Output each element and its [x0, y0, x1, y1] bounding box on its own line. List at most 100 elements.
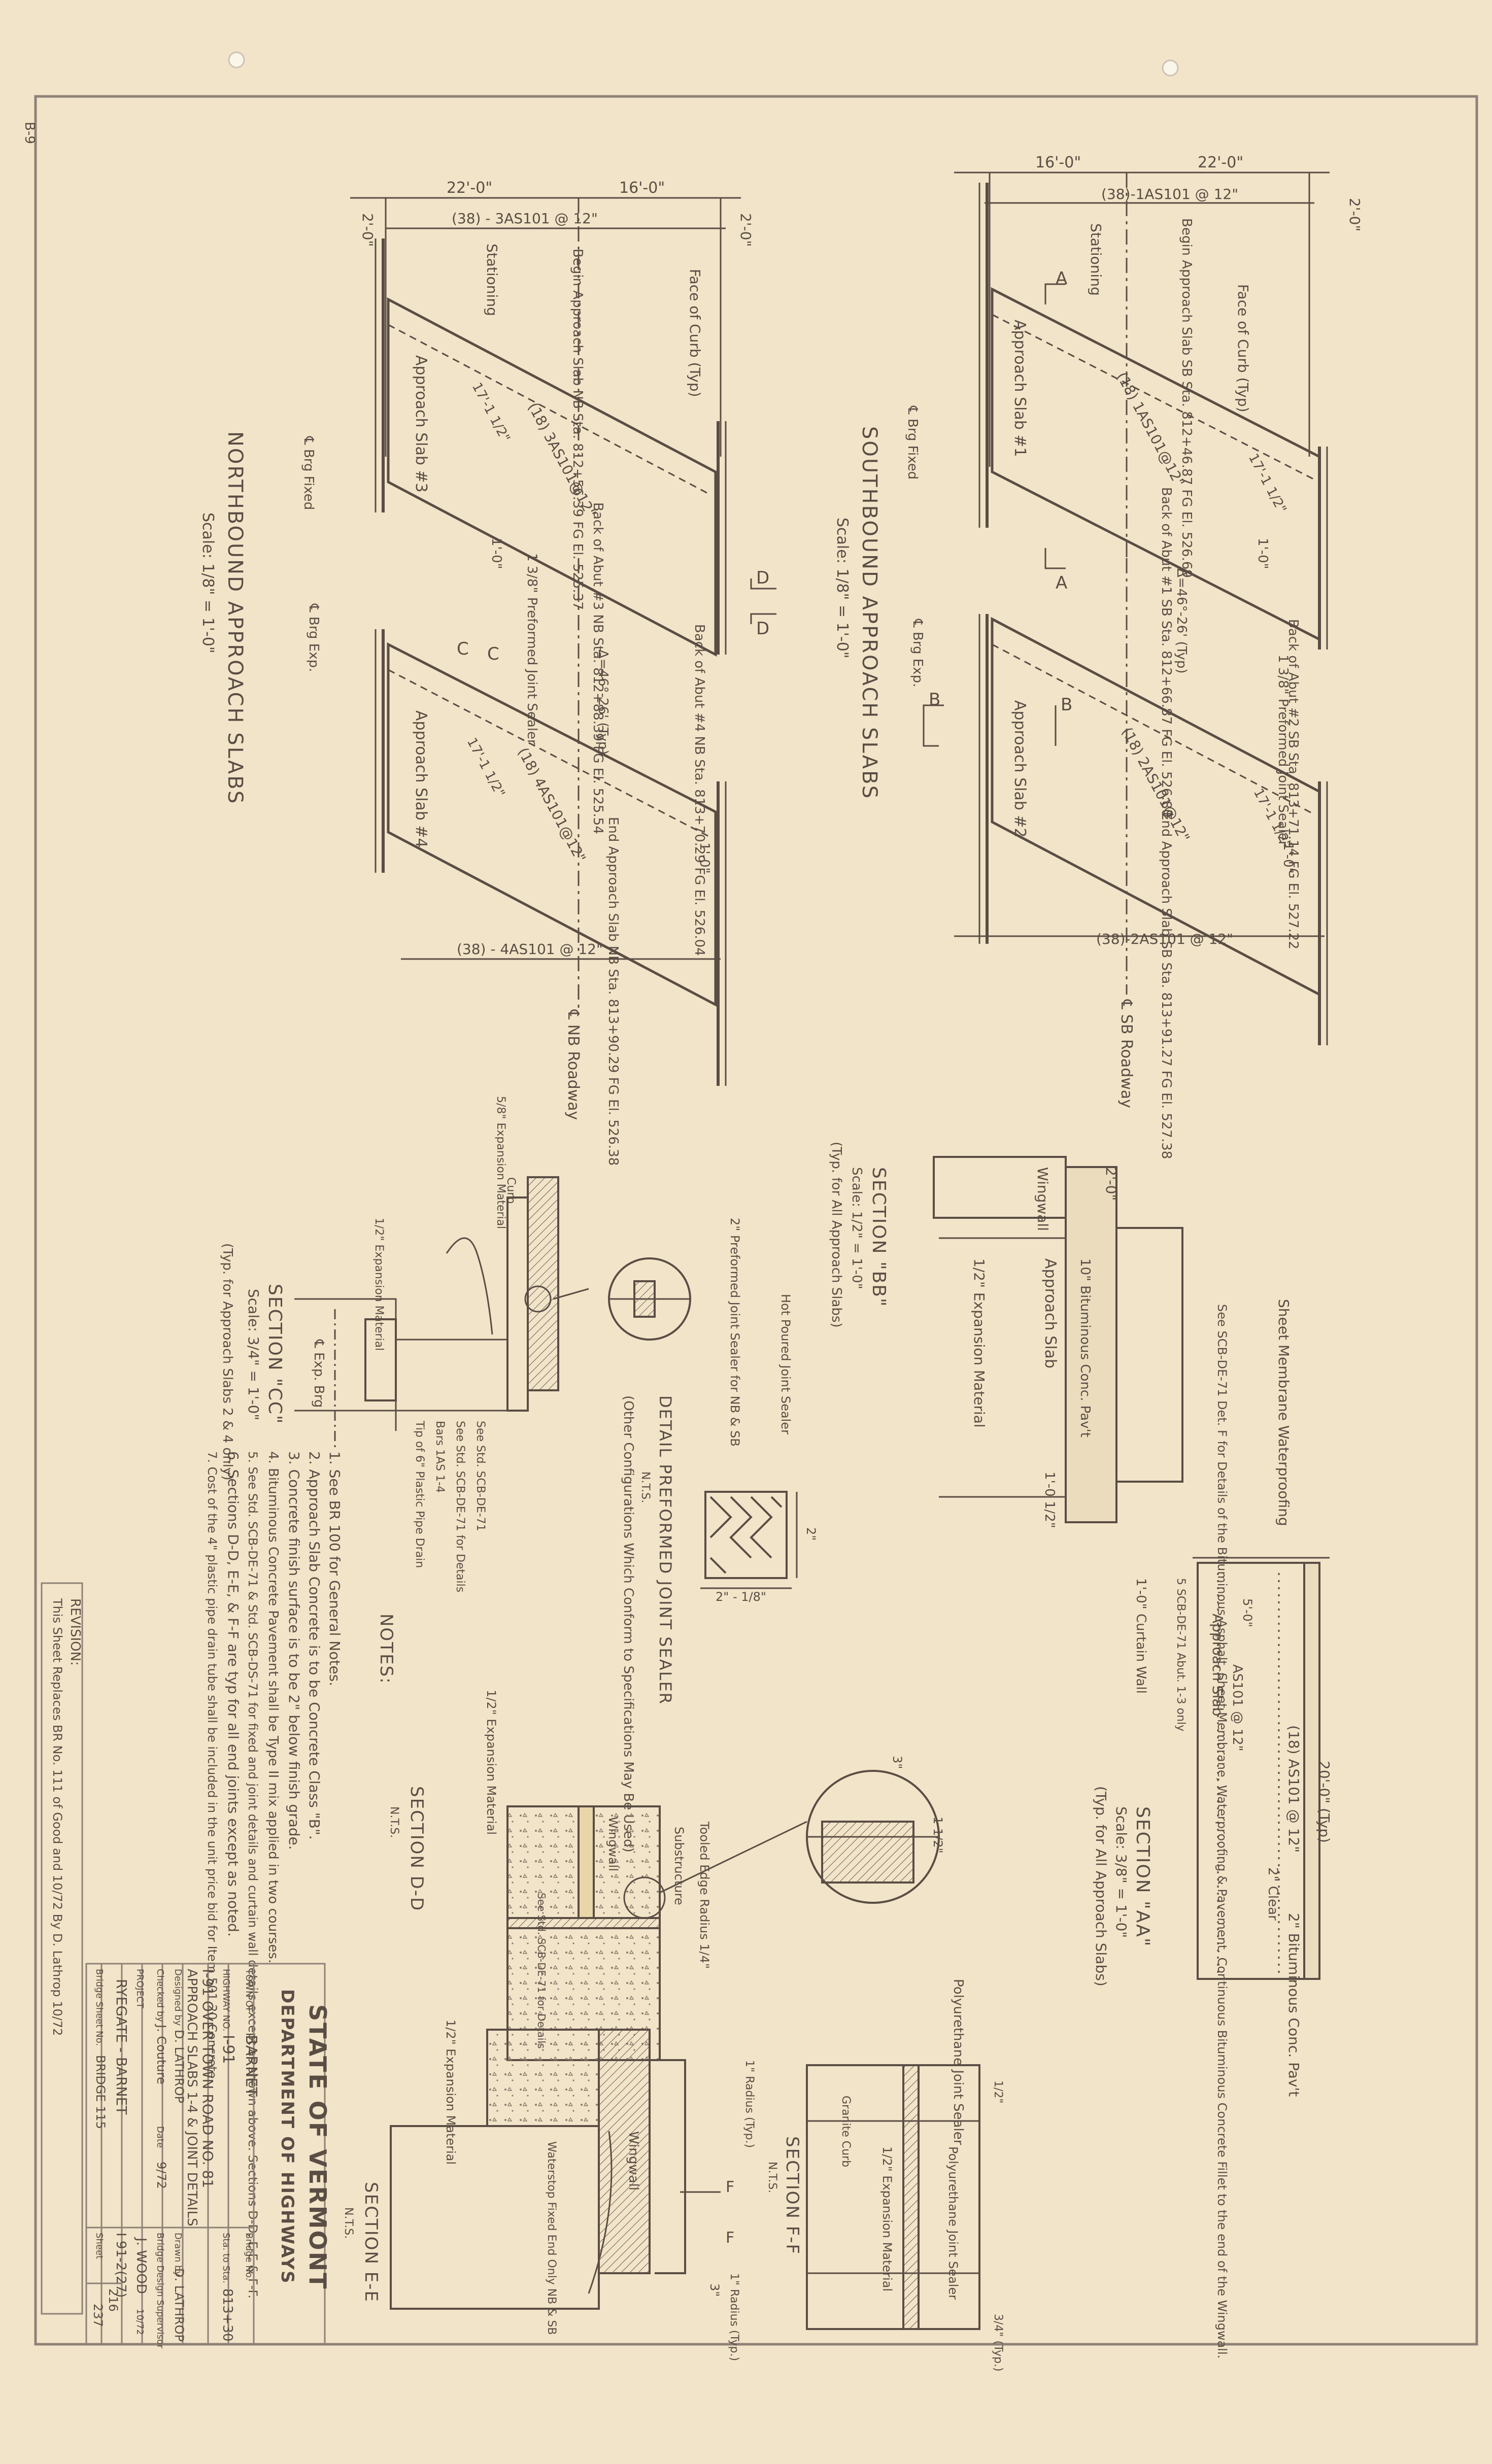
nb-brg-fixed: ℄ Brg Fixed	[301, 436, 316, 510]
bb-dim-2: 2'-0"	[1103, 1167, 1120, 1201]
ff-granite: Granite Curb	[839, 2096, 852, 2167]
section-bb-labels: 2'-0" Wingwall Approach Slab 10" Bitumin…	[829, 1142, 1292, 2358]
punch-hole-left	[228, 51, 245, 69]
tb-town-label: TOWN OF	[244, 1968, 254, 2013]
sb-marker-b-right: B	[1061, 695, 1072, 715]
tb-dept: DEPARTMENT OF HIGHWAYS	[277, 1989, 297, 2284]
tb-sheet-total: 237	[91, 2304, 105, 2327]
aa-title: SECTION "AA"	[1132, 1806, 1153, 1947]
dj-label1: 2" Preformed Joint Sealer for NB & SB	[728, 1218, 742, 1447]
sb-dim-1-a: 1'-0"	[1255, 538, 1270, 569]
sb-skew: Δ=46°-26' (Typ)	[1174, 568, 1189, 674]
ff-poly: Polyurethane Joint Sealer	[946, 2146, 960, 2300]
nb-stationing: Stationing	[484, 244, 500, 316]
tb-date-label: Date	[155, 2126, 165, 2148]
sb-marker-b-left: B	[929, 690, 940, 710]
dd-expansion: 1/2" Expansion Material	[484, 1690, 498, 1835]
nb-dim-1-a: 1'-0"	[489, 538, 504, 569]
section-ff	[806, 2064, 980, 2330]
aa-approach-slab: Approach Slab	[1209, 1614, 1226, 1716]
title-block	[85, 1963, 326, 2345]
section-bb	[933, 1156, 1183, 1523]
aa-note: (Typ. for All Approach Slabs)	[1093, 1786, 1109, 1987]
nb-edge-dim-left: 2'-0"	[359, 213, 376, 247]
nb-back-abut3: Back of Abut #3 NB Sta. 812+88.39 FG El.…	[590, 502, 605, 834]
dj-label2: Hot Poured Joint Sealer	[778, 1294, 793, 1434]
section-aa-labels: Approach Slab AS101 @ 12" (18) AS101 @ 1…	[1093, 1578, 1333, 2097]
aa-curtain-wall: Curtain Wall	[1133, 1614, 1148, 1694]
sb-rebar-bottom: (38)-2AS101 @ 12"	[1096, 931, 1233, 947]
tb-highway-label: HIGHWAY NO.	[221, 1969, 231, 2031]
ee-waterstop: Waterstop Fixed End Only NB & SB	[545, 2141, 558, 2335]
tb-state: STATE OF VERMONT	[304, 2004, 331, 2290]
aa-dim-sub: 5'-0"	[1240, 1598, 1254, 1627]
aa-scale: Scale: 3/8" = 1'-0"	[1113, 1806, 1130, 1938]
sb-edge-dim: 2'-0"	[1346, 198, 1363, 231]
section-ee	[390, 2029, 721, 2310]
aa-dim-1: 1'-0"	[1133, 1578, 1148, 1610]
tb-drawn-label: Drawn by	[173, 2233, 183, 2277]
note-6: 6. Sections D-D, E-E, & F-F are typ for …	[225, 1451, 242, 1937]
dj-dim-h: 2"	[804, 1527, 818, 1541]
note-2: 2. Approach Slab Concrete is to be Concr…	[306, 1451, 323, 1840]
notes-title: NOTES:	[376, 1614, 396, 1684]
tb-project-title-2: APPROACH SLABS 1-4 & JOINT DETAILS	[184, 1969, 199, 2226]
dd-caulking: See Std. SCB-DE-71 for Details	[535, 1893, 548, 2048]
dd-dim-3: 3"	[890, 1756, 904, 1769]
sb-stationing: Stationing	[1088, 223, 1104, 296]
sb-approach-slab1: Approach Slab #1	[1011, 320, 1029, 457]
bb-note: (Typ. for All Approach Slabs)	[829, 1142, 844, 1328]
sb-brg-fixed: ℄ Brg Fixed	[905, 405, 920, 480]
punch-hole-right	[1162, 59, 1179, 77]
section-cc-labels: Curb 5/8" Expansion Material 1/2" Expans…	[220, 1096, 517, 1592]
sb-marker-a-top: A	[1056, 268, 1067, 289]
ff-expansion: 1/2" Expansion Material	[880, 2146, 894, 2291]
sheet-border	[34, 95, 1478, 2346]
tb-bridge-sheet: BRIDGE 115	[93, 2055, 108, 2129]
dd-dim-1: 1 1/2"	[931, 1817, 945, 1854]
nb-marker-d-b: D	[756, 619, 769, 639]
detail-joint-sealer	[553, 1257, 798, 1589]
aa-bit-pav: 2" Bituminous Conc. Pav't	[1285, 1913, 1302, 2097]
dd-poly: Polyurethane Joint Sealer	[951, 1979, 966, 2145]
sb-begin-slab: Begin Approach Slab SB Sta. 812+46.87 FG…	[1179, 218, 1194, 578]
sb-roadway: ℄ SB Roadway	[1117, 999, 1135, 1108]
aa-rebar1: (18) AS101 @ 12"	[1285, 1725, 1302, 1853]
bb-approach-slab: Approach Slab	[1041, 1258, 1059, 1368]
ff-title: SECTION F-F	[782, 2136, 802, 2255]
nb-title: NORTHBOUND APPROACH SLABS	[223, 431, 247, 805]
sb-title: SOUTHBOUND APPROACH SLABS	[858, 426, 881, 800]
cc-exp-material: 1/2" Expansion Material	[372, 1218, 385, 1351]
ee-expansion: 1/2" Expansion Material	[444, 2020, 458, 2165]
nb-face-of-curb: Face of Curb (Typ)	[687, 269, 703, 397]
dj-nts: N.T.S.	[639, 1471, 652, 1503]
dj-dim-w: 2" - 1/8"	[716, 1590, 766, 1604]
nb-back-abut4: Back of Abut #4 NB Sta. 813+70.29 FG El.…	[692, 624, 707, 956]
ee-marker-f-a: F	[726, 2178, 734, 2196]
tb-supervisor-label: Bridge Design Supervisor	[155, 2233, 165, 2349]
dj-title: DETAIL PREFORMED JOINT SEALER	[656, 1395, 675, 1705]
ee-wingwall: Wingwall	[626, 2131, 641, 2191]
bb-title: SECTION "BB"	[868, 1167, 889, 1308]
cc-curb: Curb	[504, 1177, 517, 1204]
northbound-plan	[350, 197, 776, 1086]
nb-approach-slab4: Approach Slab #4	[412, 710, 430, 848]
cc-brg: ℄ Exp. Brg	[311, 1339, 326, 1408]
sb-approach-slab2: Approach Slab #2	[1011, 700, 1029, 838]
sb-rebar-top: (38)-1AS101 @ 12"	[1101, 186, 1238, 202]
sb-dim-right: 22'-0"	[1198, 154, 1243, 172]
note-4: 4. Bituminous Concrete Pavement shall be…	[265, 1451, 281, 1963]
tb-station-label: Sta. to Sta.	[221, 2233, 231, 2283]
note-1: 1. See BR 100 for General Notes.	[326, 1451, 343, 1686]
note-5: 5. See Std. SCB-DE-71 & Std. SCB-DS-71 f…	[246, 1451, 260, 2299]
nb-end-slab: End Approach Slab NB Sta. 813+90.29 FG E…	[605, 817, 621, 1166]
aa-rebar2: AS101 @ 12"	[1230, 1664, 1245, 1752]
ee-dim-3: 3"	[707, 2283, 722, 2297]
tb-bridge-sheet-label: Bridge Sheet No.	[94, 1969, 105, 2046]
sheet-mark: B-9	[22, 122, 37, 144]
cc-rebar-note: See Std. SCB-DE-71	[474, 1421, 487, 1531]
notes-block: NOTES: 1. See BR 100 for General Notes. …	[205, 1451, 396, 2299]
